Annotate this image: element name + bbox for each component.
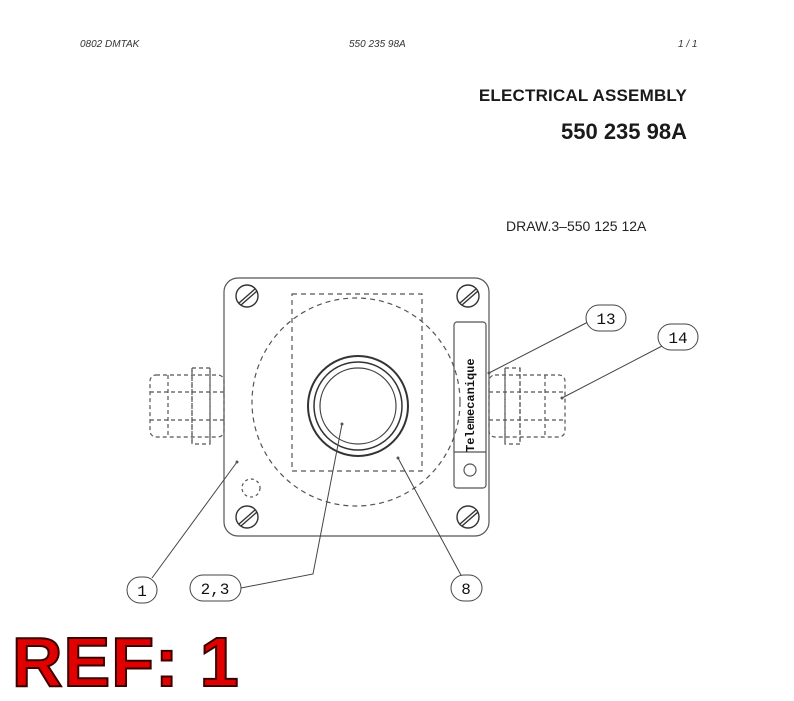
leader-8: [397, 457, 463, 578]
header-part-number: 550 235 98A: [349, 39, 406, 50]
push-button-inner: [319, 367, 397, 445]
leader-2-3: [240, 423, 343, 589]
enclosure-outline: [223, 277, 490, 537]
header-doc-code: 0802 DMTAK: [80, 39, 140, 50]
callout-2-3: 2,3: [201, 581, 230, 599]
document-title: ELECTRICAL ASSEMBLY: [478, 86, 687, 105]
callout-1: 1: [137, 583, 147, 601]
left-cable-gland: [149, 367, 225, 445]
leader-13: [488, 321, 589, 374]
push-button-ring: [313, 361, 403, 451]
small-dashed-circle: [241, 478, 261, 498]
callout-bubble-13: [585, 304, 627, 332]
screw-bottom-right: [456, 505, 480, 529]
leader-14: [561, 344, 665, 399]
callout-13: 13: [596, 311, 615, 329]
callout-14: 14: [668, 330, 687, 348]
leader-1: [151, 461, 238, 579]
callout-8: 8: [461, 581, 471, 599]
callout-bubble-8: [450, 574, 483, 602]
callout-bubble-1: [126, 576, 158, 604]
push-button-outer: [307, 355, 409, 457]
dashed-rect: [291, 293, 423, 472]
plate-hole: [463, 463, 477, 477]
brand-label: Telemecanique: [464, 358, 478, 452]
part-number: 550 235 98A: [561, 119, 687, 144]
header-page-number: 1 / 1: [678, 39, 698, 50]
screw-bottom-left: [235, 505, 259, 529]
right-cable-gland: [488, 367, 566, 445]
callout-bubble-14: [657, 323, 699, 351]
drawing-reference: DRAW.3–550 125 12A: [506, 218, 647, 234]
callout-bubble-2-3: [189, 574, 242, 602]
ref-label: REF: 1: [11, 623, 240, 701]
dashed-circle: [251, 297, 461, 507]
screw-top-left: [235, 284, 259, 308]
screw-top-right: [456, 284, 480, 308]
label-plate: [453, 321, 487, 489]
